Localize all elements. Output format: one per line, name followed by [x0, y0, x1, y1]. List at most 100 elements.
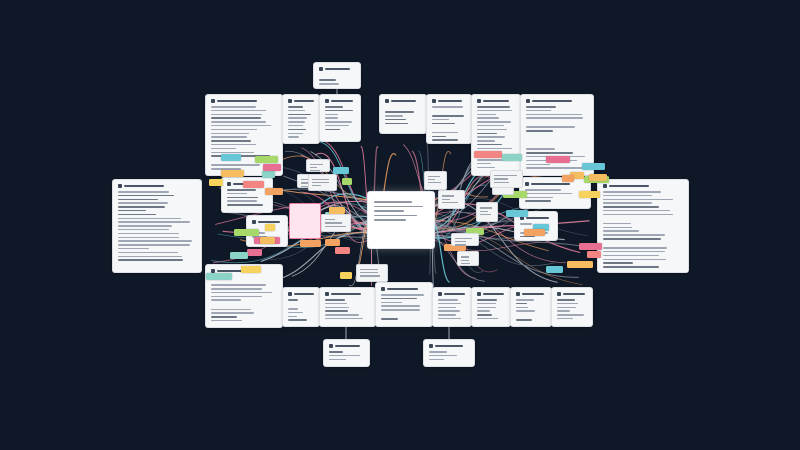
mini-node[interactable]	[451, 234, 478, 246]
floating-card-bottom-right[interactable]	[424, 340, 474, 366]
node-tag[interactable]	[332, 166, 349, 174]
node-tag[interactable]	[501, 153, 523, 161]
top-card-6[interactable]	[472, 95, 520, 175]
node-tag[interactable]	[569, 172, 584, 180]
node-tag[interactable]	[523, 229, 545, 237]
node-tag[interactable]	[546, 156, 571, 164]
connector-line	[430, 212, 511, 226]
node-tag[interactable]	[503, 190, 528, 198]
bottom-card-1[interactable]	[206, 265, 282, 327]
top-card-4[interactable]	[380, 95, 426, 133]
text-line	[477, 132, 498, 135]
node-tag[interactable]	[264, 187, 283, 195]
document-icon	[319, 67, 323, 71]
text-line	[526, 117, 584, 119]
node-tag[interactable]	[259, 236, 276, 244]
top-card-2[interactable]	[283, 95, 319, 143]
node-tag[interactable]	[325, 238, 341, 246]
text-line	[557, 299, 576, 301]
node-tag[interactable]	[255, 155, 279, 163]
node-tag[interactable]	[221, 154, 242, 162]
node-tag[interactable]	[208, 179, 224, 187]
right-panel[interactable]	[598, 180, 688, 272]
text-line	[427, 182, 442, 184]
text-line	[211, 143, 257, 146]
node-tag[interactable]	[340, 272, 353, 280]
floating-card-bottom-left[interactable]	[324, 340, 369, 366]
node-tag[interactable]	[261, 171, 276, 179]
node-tag[interactable]	[578, 191, 601, 199]
mini-node[interactable]	[457, 252, 478, 265]
mini-node[interactable]	[309, 174, 336, 191]
node-tag[interactable]	[230, 252, 249, 260]
node-tag[interactable]	[234, 229, 259, 237]
bottom-card-3[interactable]	[320, 288, 375, 326]
node-tag[interactable]	[334, 246, 350, 254]
text-line	[525, 196, 553, 199]
document-icon	[288, 292, 292, 296]
text-line	[118, 198, 159, 201]
text-line	[227, 200, 257, 202]
node-tag[interactable]	[546, 265, 564, 273]
text-line	[525, 189, 562, 191]
inner-card-right[interactable]	[520, 178, 590, 208]
highlighted-node[interactable]	[290, 204, 320, 238]
node-tag[interactable]	[566, 261, 594, 269]
node-tag[interactable]	[561, 175, 574, 183]
text-line	[516, 299, 534, 301]
mini-node[interactable]	[322, 215, 351, 232]
center-node[interactable]	[368, 192, 434, 248]
top-card-3[interactable]	[320, 95, 360, 141]
mini-node[interactable]	[306, 159, 329, 172]
node-tag[interactable]	[579, 243, 603, 251]
node-tag[interactable]	[506, 209, 528, 217]
node-tag[interactable]	[466, 228, 485, 236]
node-tag[interactable]	[587, 251, 601, 259]
node-tag[interactable]	[582, 162, 606, 170]
left-panel[interactable]	[113, 180, 201, 272]
text-line	[211, 316, 238, 318]
mini-node[interactable]	[476, 203, 498, 221]
bottom-card-2[interactable]	[283, 288, 319, 326]
text-line	[603, 226, 633, 229]
text-line	[211, 121, 267, 123]
card-header	[325, 292, 370, 296]
document-icon	[438, 292, 442, 296]
text-line	[526, 109, 551, 112]
text-line	[381, 297, 417, 300]
connector-line	[430, 203, 557, 234]
mini-node[interactable]	[438, 191, 465, 208]
mini-node[interactable]	[491, 171, 523, 187]
mini-node[interactable]	[357, 265, 387, 281]
node-tag[interactable]	[589, 173, 608, 181]
mini-node[interactable]	[424, 171, 447, 190]
node-tag[interactable]	[474, 150, 502, 158]
node-tag[interactable]	[263, 164, 281, 172]
node-tag[interactable]	[299, 240, 322, 248]
text-line	[312, 178, 330, 181]
node-tag[interactable]	[329, 207, 345, 215]
bottom-card-7[interactable]	[511, 288, 551, 326]
text-line	[438, 299, 459, 301]
top-card-5[interactable]	[427, 95, 471, 143]
mini-node[interactable]	[297, 175, 319, 187]
text-line	[325, 117, 338, 119]
bottom-card-5[interactable]	[433, 288, 471, 326]
bottom-card-4[interactable]	[376, 283, 432, 326]
top-card-1[interactable]	[206, 95, 282, 175]
node-tag[interactable]	[240, 265, 262, 273]
floating-card-top[interactable]	[314, 63, 360, 88]
text-line	[381, 294, 424, 296]
node-tag[interactable]	[444, 243, 466, 251]
node-tag[interactable]	[246, 249, 262, 257]
node-tag[interactable]	[265, 223, 276, 231]
text-line	[288, 315, 298, 318]
node-tag[interactable]	[242, 180, 265, 188]
node-tag[interactable]	[341, 177, 352, 185]
node-tag[interactable]	[206, 272, 232, 280]
text-line	[441, 195, 455, 197]
bottom-card-8[interactable]	[552, 288, 592, 326]
bottom-card-6[interactable]	[472, 288, 510, 326]
node-tag[interactable]	[220, 169, 245, 177]
node-tag[interactable]	[533, 224, 549, 232]
